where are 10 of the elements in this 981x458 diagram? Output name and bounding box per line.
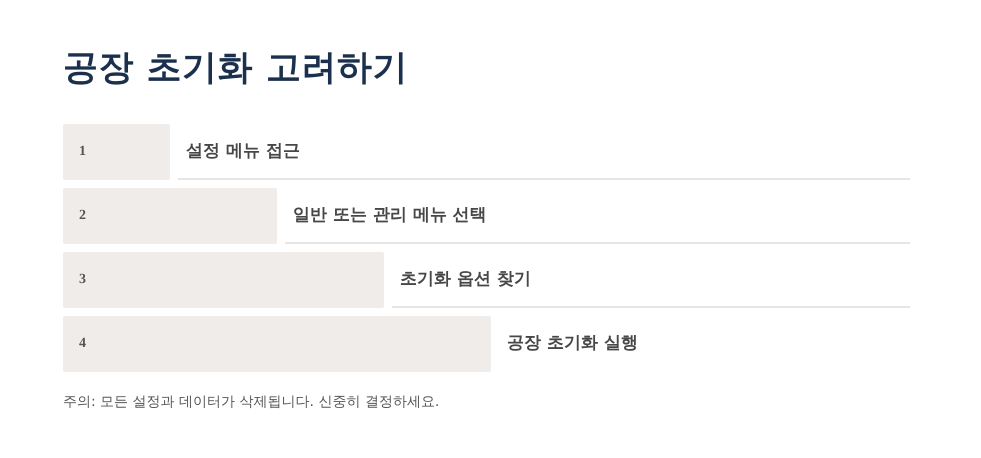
step-number: 3 [79,271,86,289]
title: 공장 초기화 고려하기 [63,47,408,90]
step-label: 일반 또는 관리 메뉴 선택 [293,204,487,227]
step-label: 설정 메뉴 접근 [186,140,300,163]
step-number: 1 [79,143,86,161]
step-label: 초기화 옵션 찾기 [400,268,531,291]
step-label: 공장 초기화 실행 [507,332,638,355]
step-number: 4 [79,335,86,353]
step-number: 2 [79,207,86,225]
note-text: 주의: 모든 설정과 데이터가 삭제됩니다. 신중히 결정하세요. [63,393,440,412]
